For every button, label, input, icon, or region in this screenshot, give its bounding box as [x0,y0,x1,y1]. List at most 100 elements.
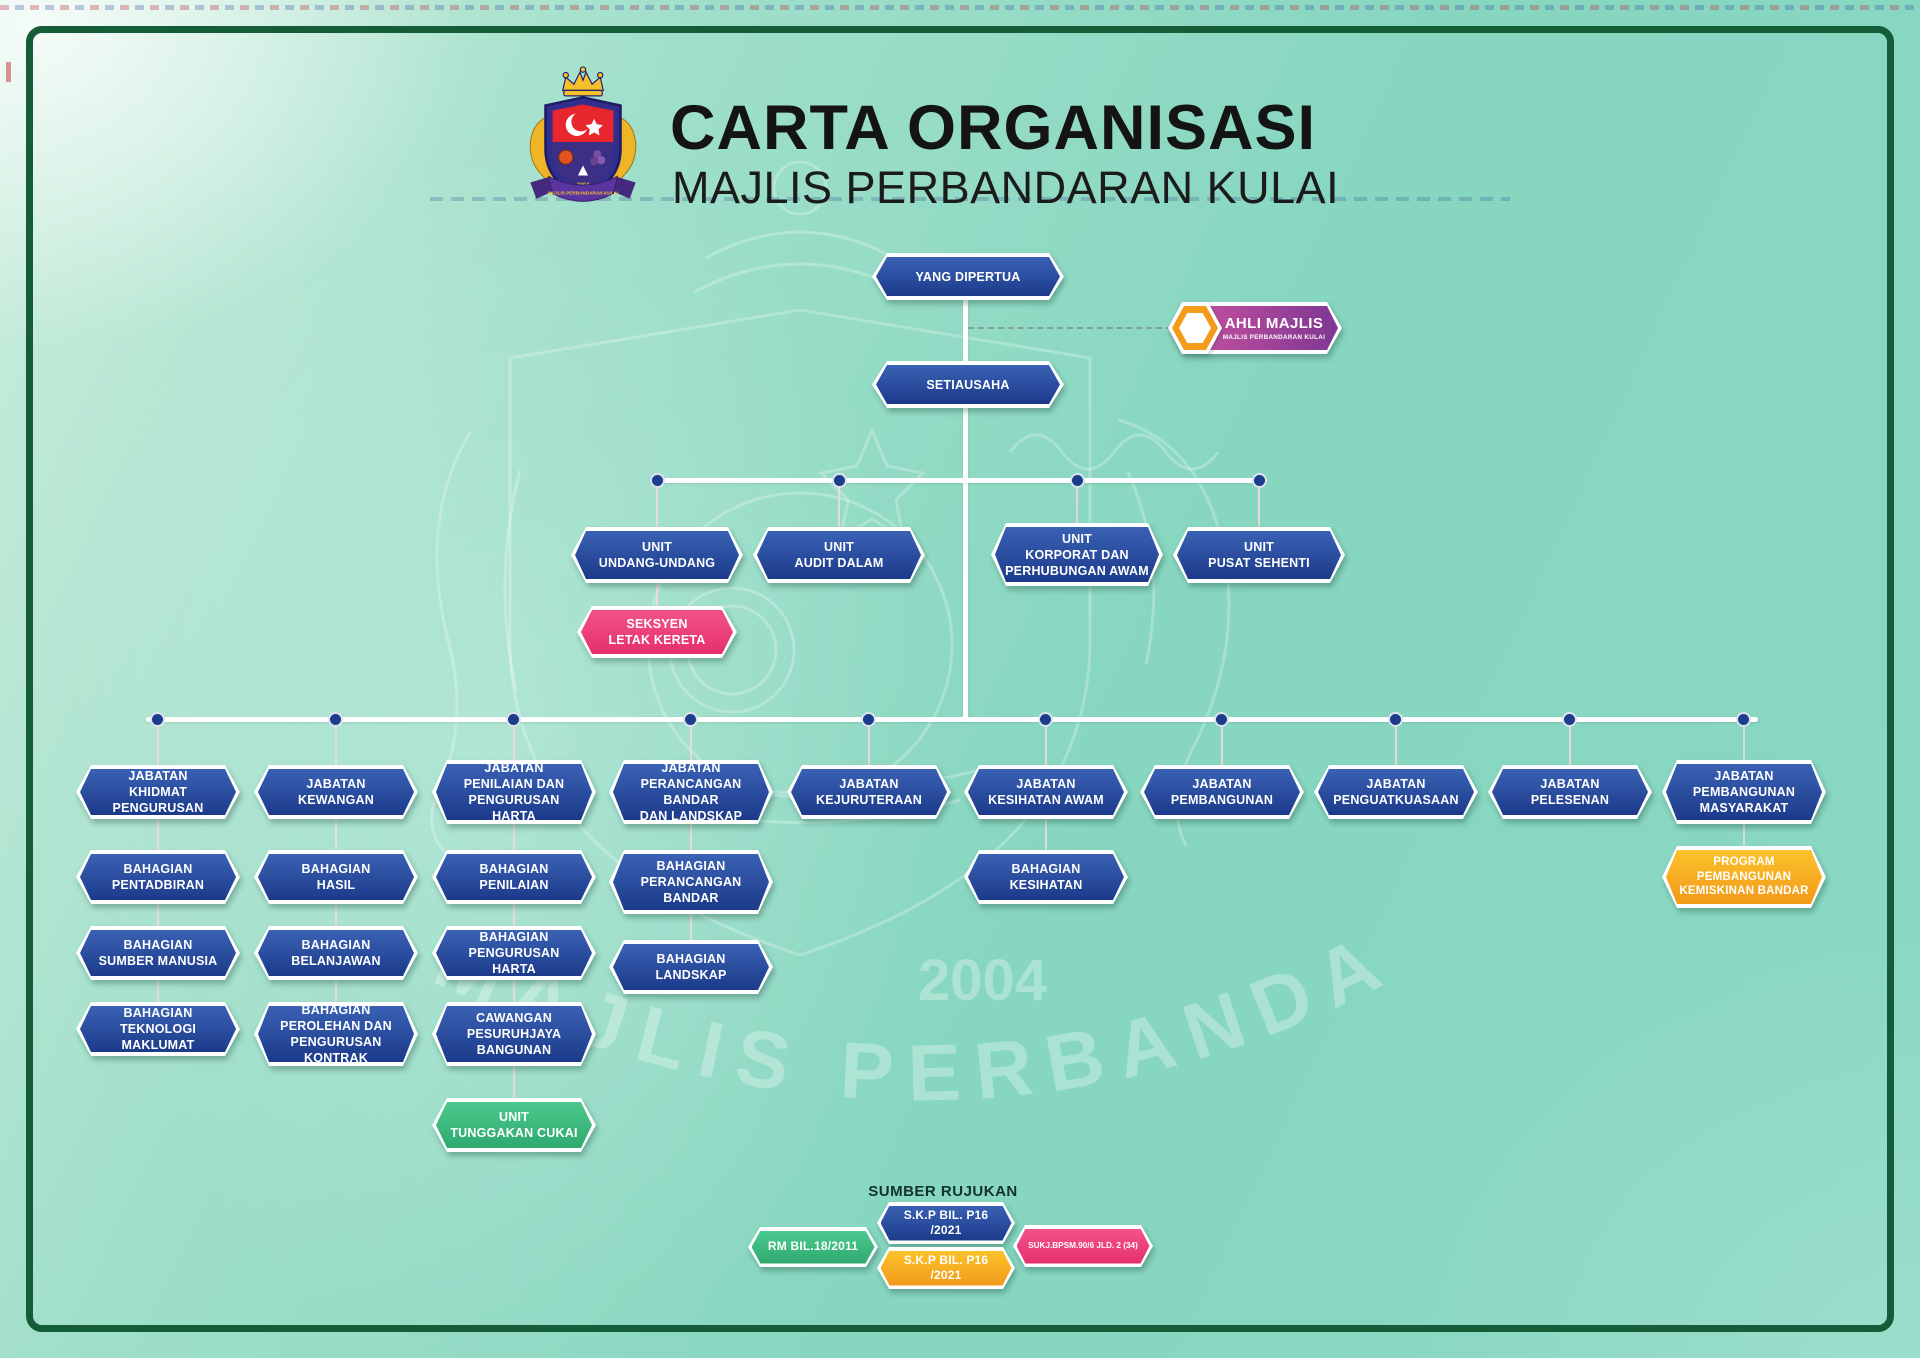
box-jabatan-penguatkuasaan: JABATAN PENGUATKUASAAN [1314,765,1478,819]
box-label: UNIT AUDIT DALAM [757,531,921,579]
node-dot [832,473,847,488]
top-edge-microtext [0,5,1920,10]
box-unit-korporat: UNIT KORPORAT DAN PERHUBUNGAN AWAM [991,523,1163,586]
box-bahagian-teknologi-maklumat: BAHAGIAN TEKNOLOGI MAKLUMAT [76,1002,240,1056]
connector-yangdipertua-setiausaha [963,298,968,363]
box-bahagian-pentadbiran: BAHAGIAN PENTADBIRAN [76,850,240,904]
box-jabatan-kewangan: JABATAN KEWANGAN [254,765,418,819]
box-label: BAHAGIAN PENILAIAN [436,854,592,900]
seksyen-drop-line [656,583,658,609]
box-unit-undang-undang: UNIT UNDANG-UNDANG [571,527,743,583]
box-label: SEKSYEN LETAK KERETA [581,610,733,654]
page-title: CARTA ORGANISASI [670,93,1316,163]
box-label: SETIAUSAHA [876,365,1060,404]
municipal-crest-logo: 2004 MAJLIS PERBANDARAN KULAI [529,66,637,202]
box-label: BAHAGIAN KESIHATAN [968,854,1124,900]
box-cawangan-pesuruhjaya-bangunan: CAWANGAN PESURUHJAYA BANGUNAN [432,1002,596,1066]
box-label: BAHAGIAN BELANJAWAN [258,930,414,976]
node-dot [683,712,698,727]
box-bahagian-sumber-manusia: BAHAGIAN SUMBER MANUSIA [76,926,240,980]
page-subtitle: MAJLIS PERBANDARAN KULAI [672,162,1340,213]
box-label: BAHAGIAN HASIL [258,854,414,900]
ref-skp-blue: S.K.P BIL. P16 /2021 [877,1202,1015,1244]
box-program-pembangunan-kemiskinan-bandar: PROGRAM PEMBANGUNAN KEMISKINAN BANDAR [1662,846,1826,908]
box-label: PROGRAM PEMBANGUNAN KEMISKINAN BANDAR [1666,850,1822,904]
column-drop-line [513,719,515,1130]
departments-horizontal-line [146,717,1758,722]
box-bahagian-belanjawan: BAHAGIAN BELANJAWAN [254,926,418,980]
left-edge-mark [6,62,11,82]
box-jabatan-perancangan-bandar: JABATAN PERANCANGAN BANDAR DAN LANDSKAP [609,760,773,824]
box-label: UNIT TUNGGAKAN CUKAI [436,1102,592,1148]
ref-label: S.K.P BIL. P16 /2021 [881,1206,1012,1241]
ahli-majlis-title: AHLI MAJLIS [1224,314,1324,332]
box-label: JABATAN PEMBANGUNAN [1144,769,1300,815]
node-dot [1070,473,1085,488]
node-dot [1252,473,1267,488]
box-label: BAHAGIAN PENTADBIRAN [80,854,236,900]
box-label: JABATAN PENILAIAN DAN PENGURUSAN HARTA [436,764,592,820]
ahli-majlis-subtitle: MAJLIS PERBANDARAN KULAI [1222,334,1326,342]
ref-label: S.K.P BIL. P16 /2021 [881,1251,1012,1286]
ref-label: RM BIL.18/2011 [752,1231,875,1264]
box-label: BAHAGIAN PERANCANGAN BANDAR [613,854,769,910]
unit-drop-line [656,481,658,529]
sumber-rujukan-title: SUMBER RUJUKAN [868,1183,1018,1200]
box-label: JABATAN KESIHATAN AWAM [968,769,1124,815]
ref-label: SUKJ.BPSM.90/6 JLD. 2 (34) [1017,1229,1150,1264]
box-label: JABATAN KEJURUTERAAN [791,769,947,815]
connector-dashed-ahli-majlis [968,327,1182,329]
units-horizontal-line [650,478,1266,483]
box-unit-pusat-sehenti: UNIT PUSAT SEHENTI [1173,527,1345,583]
svg-text:MAJLIS PERBANDARAN KULAI: MAJLIS PERBANDARAN KULAI [548,191,618,196]
box-label: CAWANGAN PESURUHJAYA BANGUNAN [436,1006,592,1062]
box-label: UNIT UNDANG-UNDANG [575,531,739,579]
box-unit-tunggakan-cukai: UNIT TUNGGAKAN CUKAI [432,1098,596,1152]
box-label: BAHAGIAN PENGURUSAN HARTA [436,930,592,976]
box-jabatan-kejuruteraan: JABATAN KEJURUTERAAN [787,765,951,819]
node-dot [861,712,876,727]
svg-text:2004: 2004 [918,948,1047,1013]
node-dot [1388,712,1403,727]
box-yang-dipertua: YANG DIPERTUA [872,253,1064,300]
box-label: JABATAN PERANCANGAN BANDAR DAN LANDSKAP [613,764,769,820]
box-label: YANG DIPERTUA [876,257,1060,296]
ref-rm-bil: RM BIL.18/2011 [748,1227,878,1267]
ahli-majlis-hexagon-icon [1168,302,1222,354]
box-bahagian-kesihatan: BAHAGIAN KESIHATAN [964,850,1128,904]
box-label: JABATAN KHIDMAT PENGURUSAN [80,769,236,815]
green-border-frame [26,26,1894,1332]
connector-main-vertical [963,406,968,722]
node-dot [650,473,665,488]
box-seksyen-letak-kereta: SEKSYEN LETAK KERETA [577,606,737,658]
node-dot [1736,712,1751,727]
ref-sukj-bpsm: SUKJ.BPSM.90/6 JLD. 2 (34) [1013,1225,1153,1267]
box-label: JABATAN PEMBANGUNAN MASYARAKAT [1666,764,1822,820]
box-setiausaha: SETIAUSAHA [872,361,1064,408]
box-jabatan-khidmat-pengurusan: JABATAN KHIDMAT PENGURUSAN [76,765,240,819]
node-dot [150,712,165,727]
box-bahagian-perolehan: BAHAGIAN PEROLEHAN DAN PENGURUSAN KONTRA… [254,1002,418,1066]
box-unit-audit-dalam: UNIT AUDIT DALAM [753,527,925,583]
column-drop-line [1395,719,1397,790]
box-bahagian-hasil: BAHAGIAN HASIL [254,850,418,904]
box-bahagian-perancangan-bandar: BAHAGIAN PERANCANGAN BANDAR [609,850,773,914]
box-bahagian-pengurusan-harta: BAHAGIAN PENGURUSAN HARTA [432,926,596,980]
box-jabatan-pembangunan-masyarakat: JABATAN PEMBANGUNAN MASYARAKAT [1662,760,1826,824]
box-label: UNIT PUSAT SEHENTI [1177,531,1341,579]
box-jabatan-penilaian: JABATAN PENILAIAN DAN PENGURUSAN HARTA [432,760,596,824]
box-label: BAHAGIAN PEROLEHAN DAN PENGURUSAN KONTRA… [258,1006,414,1062]
box-label: JABATAN PENGUATKUASAAN [1318,769,1474,815]
box-jabatan-kesihatan-awam: JABATAN KESIHATAN AWAM [964,765,1128,819]
column-drop-line [868,719,870,790]
node-dot [1214,712,1229,727]
box-bahagian-landskap: BAHAGIAN LANDSKAP [609,940,773,994]
box-label: JABATAN PELESENAN [1492,769,1648,815]
node-dot [1562,712,1577,727]
box-label: BAHAGIAN TEKNOLOGI MAKLUMAT [80,1006,236,1052]
ref-skp-orange: S.K.P BIL. P16 /2021 [877,1247,1015,1289]
node-dot [328,712,343,727]
box-ahli-majlis: AHLI MAJLIS MAJLIS PERBANDARAN KULAI [1168,302,1342,354]
box-label: JABATAN KEWANGAN [258,769,414,815]
